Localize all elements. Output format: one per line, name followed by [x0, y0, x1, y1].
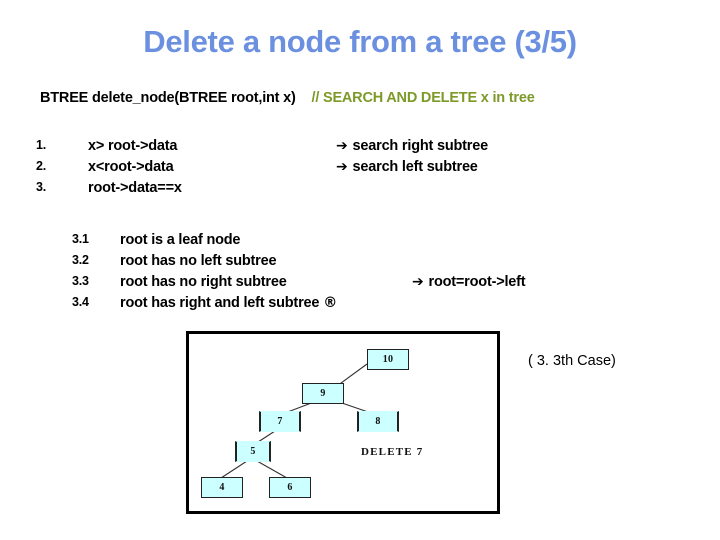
function-signature-comment: // SEARCH AND DELETE x in tree: [311, 90, 535, 106]
tree-node: 4: [201, 477, 243, 498]
substep-label: root has right and left subtree®: [120, 295, 337, 311]
tree-node: 10: [367, 349, 409, 370]
function-signature: BTREE delete_node(BTREE root,int x): [40, 90, 296, 106]
substep-label-text: root has right and left subtree: [120, 295, 320, 311]
tree-node: 5: [235, 441, 271, 462]
substep-label: root is a leaf node: [120, 232, 241, 248]
step-row: 1. x> root->data ➔search right subtree: [36, 138, 696, 159]
tree-node: 7: [259, 411, 301, 432]
tree-edge: [256, 460, 288, 479]
right-arrow-icon: ➔: [412, 274, 424, 290]
step-row: 2. x<root->data ➔search left subtree: [36, 159, 696, 180]
substep-number: 3.4: [72, 295, 89, 309]
substep-number: 3.2: [72, 253, 89, 267]
step-number: 2.: [36, 159, 47, 173]
substeps-list: 3.1 root is a leaf node 3.2 root has no …: [72, 232, 692, 316]
tree-node: 6: [269, 477, 311, 498]
tree-node: 9: [302, 383, 344, 404]
step-action: ➔search left subtree: [336, 159, 478, 175]
right-arrow-icon: ➔: [336, 159, 348, 175]
tree-edge: [336, 363, 368, 387]
substep-number: 3.1: [72, 232, 89, 246]
step-row: 3. root->data==x: [36, 180, 696, 201]
function-signature-row: BTREE delete_node(BTREE root,int x) // S…: [40, 90, 700, 106]
step-action-label: search left subtree: [352, 159, 478, 175]
step-action-label: search right subtree: [352, 138, 489, 154]
step-number: 3.: [36, 180, 47, 194]
step-condition: x<root->data: [88, 159, 174, 175]
substep-row: 3.4 root has right and left subtree®: [72, 295, 692, 316]
substep-row: 3.2 root has no left subtree: [72, 253, 692, 274]
substep-row: 3.1 root is a leaf node: [72, 232, 692, 253]
step-condition: x> root->data: [88, 138, 178, 154]
right-arrow-icon: ➔: [336, 138, 348, 154]
circled-marker-icon: ®: [323, 295, 338, 311]
case-caption: ( 3. 3th Case): [528, 353, 616, 369]
page-title: Delete a node from a tree (3/5): [143, 24, 577, 59]
substep-action: ➔root=root->left: [412, 274, 526, 290]
tree-node: 8: [357, 411, 399, 432]
substep-row: 3.3 root has no right subtree ➔root=root…: [72, 274, 692, 295]
steps-list: 1. x> root->data ➔search right subtree 2…: [36, 138, 696, 201]
step-condition: root->data==x: [88, 180, 182, 196]
tree-edge: [220, 460, 248, 479]
tree-delete-caption: DELETE 7: [361, 446, 424, 458]
substep-label: root has no left subtree: [120, 253, 277, 269]
substep-label: root has no right subtree: [120, 274, 287, 290]
substep-action-label: root=root->left: [428, 274, 526, 290]
substep-number: 3.3: [72, 274, 89, 288]
step-number: 1.: [36, 138, 47, 152]
step-action: ➔search right subtree: [336, 138, 488, 154]
